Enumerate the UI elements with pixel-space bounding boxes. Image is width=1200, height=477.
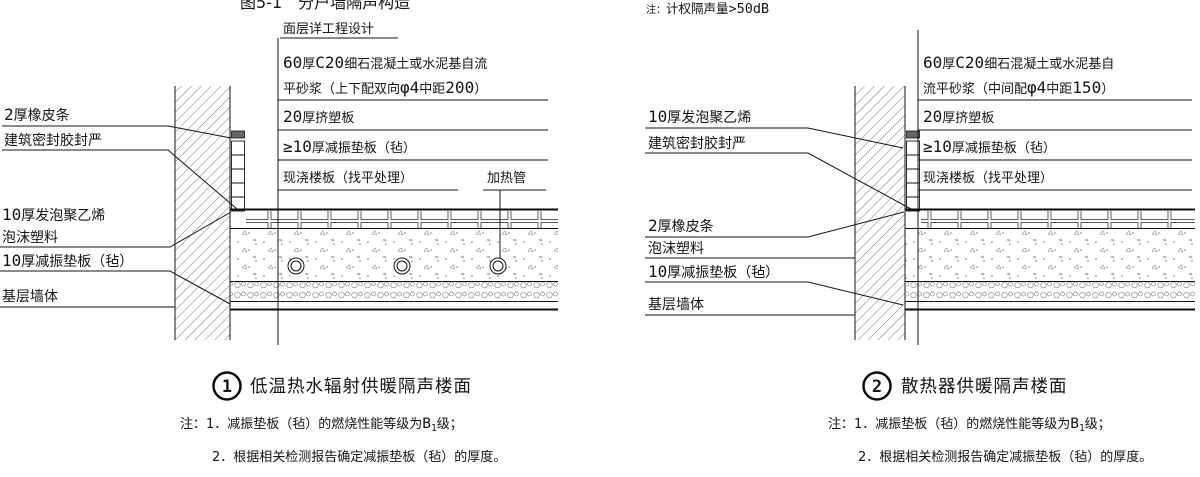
detail-number: 1 bbox=[222, 377, 232, 397]
heating-pipe bbox=[287, 257, 305, 275]
label-damping-pad: ≥10厚减振垫板（毡） bbox=[923, 137, 1056, 156]
tile-finish-layer bbox=[246, 211, 558, 228]
detail-caption: 低温热水辐射供暖隔声楼面 bbox=[250, 377, 472, 397]
label-foam-pe: 10厚发泡聚乙烯 bbox=[648, 107, 751, 126]
figure-title: 图5-1 分户墙隔声构造 bbox=[240, 0, 410, 12]
label-foam-plastic: 泡沫塑料 bbox=[2, 230, 58, 246]
foam-board-layer bbox=[905, 281, 1195, 302]
perimeter-rubber-strip bbox=[231, 130, 245, 139]
heating-pipes bbox=[287, 257, 507, 275]
edge-insulation-strip-joints bbox=[906, 154, 920, 198]
label-xps-board: 20厚挤塑板 bbox=[923, 107, 994, 126]
label-sealant: 建筑密封胶封严 bbox=[4, 132, 102, 149]
label-surface-finish: 面层详工程设计 bbox=[283, 22, 374, 37]
note-line-1: 注：1．减振垫板（毡）的燃烧性能等级为B1级； bbox=[180, 416, 463, 434]
edge-insulation-strip-joints bbox=[231, 154, 245, 198]
detail-number: 2 bbox=[872, 377, 882, 397]
note-line-2: 2．根据相关检测报告确定减振垫板（毡）的厚度。 bbox=[858, 449, 1152, 465]
label-cast-slab: 现浇楼板（找平处理） bbox=[283, 171, 413, 186]
label-grid-lines bbox=[917, 30, 1192, 345]
wall-hatch bbox=[175, 86, 230, 340]
foam-board-layer bbox=[230, 281, 558, 302]
perimeter-rubber-strip bbox=[906, 130, 920, 139]
edge-insulation-strip bbox=[906, 140, 920, 212]
heating-pipe bbox=[489, 257, 507, 275]
label-damping-pad: ≥10厚减振垫板（毡） bbox=[283, 137, 416, 156]
side-leader-lines bbox=[0, 125, 238, 308]
detail-number-badge bbox=[862, 371, 892, 401]
note-line-1: 注：1．减振垫板（毡）的燃烧性能等级为B1级； bbox=[828, 416, 1111, 434]
acoustic-rating-note: 注：计权隔声量>50dB bbox=[646, 1, 769, 17]
label-foam-pe: 10厚发泡聚乙烯 bbox=[2, 205, 105, 224]
floor-layer-lines bbox=[905, 228, 1195, 302]
label-rubber-strip: 2厚橡皮条 bbox=[4, 105, 70, 124]
floor-layer-lines bbox=[230, 228, 558, 302]
label-screed-line2: 平砂浆（上下配双向φ4中距200） bbox=[283, 78, 487, 97]
detail-2: 60厚C20细石混凝土或水泥基自 流平砂浆（中间配φ4中距150） 20厚挤塑板… bbox=[645, 30, 1195, 465]
label-base-wall: 基层墙体 bbox=[2, 288, 58, 305]
label-cast-slab: 现浇楼板（找平处理） bbox=[923, 171, 1053, 186]
label-damping-pad-side: 10厚减振垫板（毡） bbox=[2, 251, 133, 270]
side-leader-lines bbox=[645, 127, 912, 316]
label-screed-line1: 60厚C20细石混凝土或水泥基自 bbox=[923, 53, 1114, 72]
label-sealant: 建筑密封胶封严 bbox=[648, 135, 746, 152]
label-screed-line2: 流平砂浆（中间配φ4中距150） bbox=[923, 78, 1114, 97]
label-heating-pipe: 加热管 bbox=[487, 171, 526, 186]
label-rubber-strip: 2厚橡皮条 bbox=[648, 216, 714, 235]
edge-insulation-strip bbox=[231, 140, 245, 212]
label-damping-pad-side: 10厚减振垫板（毡） bbox=[648, 262, 779, 281]
note-line-2: 2．根据相关检测报告确定减振垫板（毡）的厚度。 bbox=[212, 449, 506, 465]
detail-1: 面层详工程设计 60厚C20细石混凝土或水泥基自流 平砂浆（上下配双向φ4中距2… bbox=[0, 22, 558, 465]
detail-caption: 散热器供暖隔声楼面 bbox=[901, 377, 1068, 397]
label-foam-plastic: 泡沫塑料 bbox=[648, 241, 704, 257]
concrete-screed-layer bbox=[905, 229, 1195, 281]
wall-hatch bbox=[855, 86, 905, 340]
detail-number-badge bbox=[212, 371, 242, 401]
label-base-wall: 基层墙体 bbox=[648, 296, 704, 313]
tile-finish-layer bbox=[921, 211, 1195, 228]
heating-pipe bbox=[393, 257, 411, 275]
concrete-screed-layer bbox=[230, 229, 558, 281]
label-grid-lines bbox=[277, 37, 548, 345]
label-xps-board: 20厚挤塑板 bbox=[283, 107, 354, 126]
label-screed-line1: 60厚C20细石混凝土或水泥基自流 bbox=[283, 53, 487, 72]
